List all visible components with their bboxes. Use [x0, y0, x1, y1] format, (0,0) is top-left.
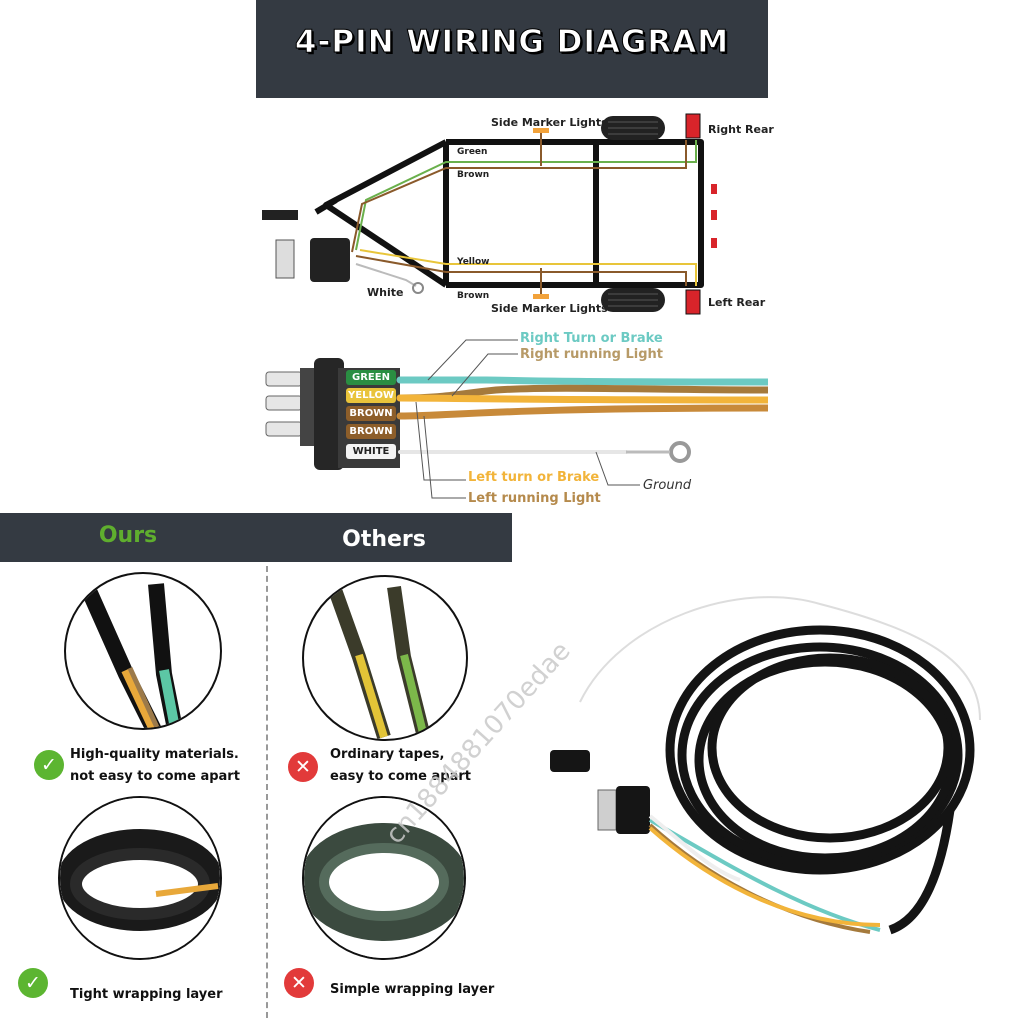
harness-product-photo [550, 596, 981, 935]
right-rear-label: Right Rear [708, 123, 774, 136]
product-plug [616, 786, 650, 834]
brown-wire-bottom [355, 255, 687, 286]
green-wire-out [396, 376, 768, 386]
others-wrap-photo [302, 796, 466, 960]
connector-body [314, 358, 344, 470]
side-marker-top [533, 128, 549, 133]
ring-terminal [669, 441, 691, 463]
yellow-wire [359, 249, 697, 286]
ours-feature-2: Tight wrapping layer [70, 987, 223, 1002]
ours-wrap-photo [58, 796, 222, 960]
comparison-divider [266, 566, 268, 1018]
white-label: White [367, 286, 404, 299]
right-turn-label: Right Turn or Brake [520, 331, 663, 346]
right-running-label: Right running Light [520, 347, 663, 362]
left-rear-light [685, 289, 701, 315]
cross-icon-2: ✕ [284, 968, 314, 998]
pin-green: GREEN [346, 370, 396, 385]
title-banner [256, 0, 768, 98]
comparison-header [0, 513, 512, 562]
check-icon-2: ✓ [18, 968, 48, 998]
pin-yellow: YELLOW [346, 388, 396, 403]
ground-ring [412, 282, 424, 294]
ours-feature-1-line2: not easy to come apart [70, 769, 240, 784]
check-icon-1: ✓ [34, 750, 64, 780]
side-marker-top-label: Side Marker Lights [491, 116, 608, 129]
left-running-label: Left running Light [468, 491, 601, 506]
brown-wire-out-2 [396, 404, 768, 420]
cross-icon-1: ✕ [288, 752, 318, 782]
trailer-diagram [262, 113, 717, 315]
others-feature-1-line2: easy to come apart [330, 769, 472, 784]
green-label: Green [457, 147, 488, 157]
others-feature-2: Simple wrapping layer [330, 982, 495, 997]
brown-wire-top [351, 140, 687, 253]
pin-white: WHITE [346, 444, 396, 459]
diagram-title: 4-PIN WIRING DIAGRAM [294, 24, 730, 61]
others-heading: Others [342, 527, 426, 552]
right-rear-light [685, 113, 701, 139]
yellow-wire-out [396, 394, 768, 404]
trailer-frame [446, 139, 704, 288]
ours-tape-photo [64, 572, 222, 730]
ground-label: Ground [643, 478, 692, 493]
green-wire [355, 140, 697, 251]
ours-feature-1-line1: High-quality materials. [70, 747, 239, 762]
white-wire [355, 263, 417, 287]
yellow-label: Yellow [457, 257, 490, 267]
ours-heading: Ours [98, 523, 158, 548]
left-turn-label: Left turn or Brake [468, 470, 600, 485]
dust-cap [262, 210, 298, 220]
product-dust-cap [550, 750, 590, 772]
others-tape-photo [302, 575, 468, 741]
side-marker-bottom-label: Side Marker Lights [491, 302, 608, 315]
side-marker-bottom [533, 294, 549, 299]
plug-pins [275, 239, 295, 279]
brown-bottom-label: Brown [457, 291, 490, 301]
pin-brown-1: BROWN [346, 406, 396, 421]
left-rear-label: Left Rear [708, 296, 766, 309]
plug-body [310, 238, 350, 282]
others-feature-1-line1: Ordinary tapes, [330, 747, 445, 762]
brown-top-label: Brown [457, 170, 490, 180]
pin-brown-2: BROWN [346, 424, 396, 439]
